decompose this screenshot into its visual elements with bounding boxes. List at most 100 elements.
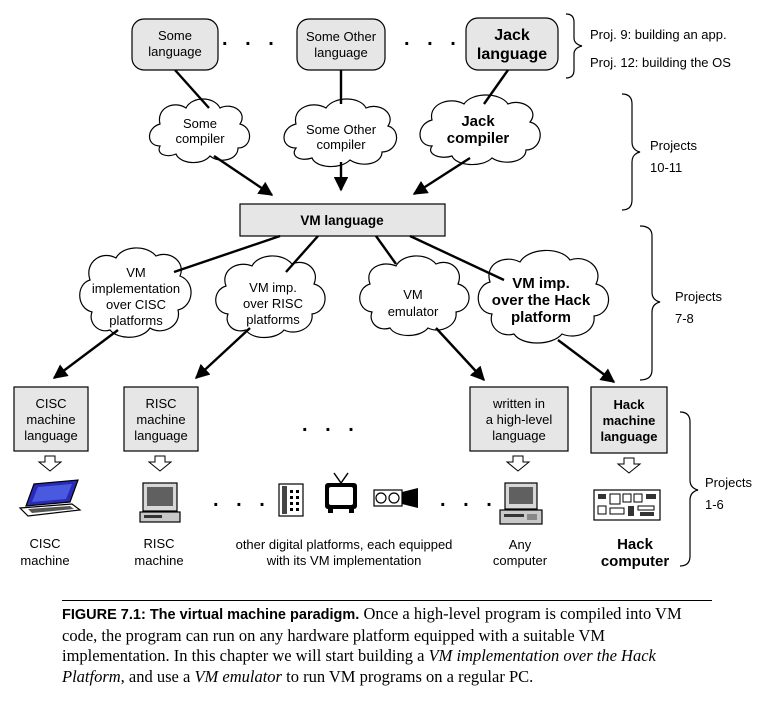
vm-impl-risc-line2: over RISC	[243, 296, 303, 311]
vm-emulator-line2: emulator	[388, 304, 439, 319]
connector-jack-lang-compiler	[483, 69, 509, 105]
vm-impl-cisc-line1: VM	[126, 265, 146, 280]
connector-some-lang-compiler	[174, 69, 210, 109]
high-level-language-box: written in a high-level language	[469, 386, 569, 452]
some-other-compiler-cloud: Some Other compiler	[283, 98, 398, 168]
vm-impl-risc-line1: VM imp.	[249, 280, 297, 295]
icons-ellipsis-left: . . .	[213, 489, 271, 511]
down-arrow-risc	[147, 455, 173, 472]
arrow-some-compiler-vm	[213, 155, 274, 196]
cisc-machine-line1: CISC	[29, 536, 60, 551]
risc-ml-line1: RISC	[145, 396, 176, 411]
any-computer-line2: computer	[493, 553, 548, 568]
desktop-computer-icon-any	[499, 482, 543, 525]
projects-7-8-line1: Projects	[675, 289, 722, 304]
circuit-board-icon	[593, 489, 661, 521]
high-level-ml-line1: written in	[492, 396, 545, 411]
telephone-icon	[278, 483, 304, 517]
caption-emphasis-2: VM emulator	[194, 666, 282, 686]
vm-impl-hack-line2: over the Hack	[492, 292, 591, 309]
projects-1-6-brace	[679, 411, 699, 567]
some-compiler-line2: compiler	[175, 131, 225, 146]
projects-10-11-brace	[621, 93, 641, 211]
vm-impl-cisc-line2: implementation	[92, 281, 180, 296]
vm-impl-risc-line3: platforms	[246, 312, 300, 327]
top-ellipsis-right: . . .	[404, 28, 462, 50]
hack-ml-line1: Hack	[613, 397, 645, 412]
icons-ellipsis-right: . . .	[440, 489, 498, 511]
high-level-ml-line3: language	[492, 428, 546, 443]
jack-language-line2: language	[477, 46, 547, 63]
vm-impl-hack-line3: platform	[511, 309, 571, 326]
proj-12-label: Proj. 12: building the OS	[590, 55, 731, 70]
vm-emulator-line1: VM	[403, 287, 423, 302]
arrow-hack-impl-ml	[557, 339, 616, 383]
vm-emulator-cloud: VM emulator	[359, 255, 470, 337]
television-icon	[325, 472, 357, 513]
risc-ml-line3: language	[134, 428, 188, 443]
high-level-ml-line2: a high-level	[486, 412, 553, 427]
connector-vm-hack	[409, 234, 505, 282]
risc-machine-line2: machine	[134, 553, 183, 568]
some-other-language-box: Some Other language	[296, 18, 386, 71]
some-language-line1: Some	[158, 28, 192, 43]
cisc-ml-line1: CISC	[35, 396, 66, 411]
top-ellipsis-left: . . .	[222, 28, 280, 50]
caption-text-1: Once a high-level program is compiled in…	[62, 604, 682, 665]
arrow-jack-compiler-vm	[412, 156, 471, 196]
connector-vm-cisc	[173, 234, 281, 274]
down-arrow-hack	[616, 457, 642, 474]
arrow-cisc-impl-ml	[52, 329, 119, 379]
some-other-language-line1: Some Other	[306, 29, 377, 44]
vm-impl-hack-line1: VM imp.	[512, 275, 570, 292]
hollow-down-arrows	[37, 455, 642, 474]
hack-machine-language-box: Hack machine language	[590, 386, 668, 454]
any-computer-line1: Any	[509, 537, 532, 552]
arrow-emulator-ml	[435, 327, 485, 382]
vm-impl-cisc-line4: platforms	[109, 313, 163, 328]
caption-text-2: , and use a	[120, 666, 195, 686]
some-compiler-line1: Some	[183, 116, 217, 131]
other-platforms-line1: other digital platforms, each equipped	[236, 537, 453, 552]
cisc-ml-line2: machine	[26, 412, 75, 427]
some-language-line2: language	[148, 44, 202, 59]
middle-ellipsis: . . .	[302, 414, 360, 436]
caption-title: FIGURE 7.1: The virtual machine paradigm…	[62, 607, 360, 623]
video-camera-icon	[373, 488, 418, 508]
risc-ml-line2: machine	[136, 412, 185, 427]
projects-1-6-line2: 1-6	[705, 497, 724, 512]
caption-emphasis-1: VM implementation over the Hack Platform	[62, 646, 656, 686]
vm-impl-cisc-line3: over CISC	[106, 297, 166, 312]
risc-machine-line1: RISC	[143, 536, 174, 551]
projects-1-6-line1: Projects	[705, 475, 752, 490]
some-other-language-line2: language	[314, 45, 368, 60]
cisc-ml-line3: language	[24, 428, 78, 443]
down-arrow-cisc	[37, 455, 63, 472]
jack-compiler-line1: Jack	[461, 113, 495, 130]
jack-language-box: Jack language	[465, 17, 559, 71]
some-other-compiler-line1: Some Other	[306, 122, 377, 137]
vm-impl-cisc-cloud: VM implementation over CISC platforms	[79, 247, 192, 338]
jack-language-line1: Jack	[494, 27, 530, 44]
risc-machine-language-box: RISC machine language	[123, 386, 199, 452]
hack-computer-line2: computer	[601, 553, 670, 570]
hack-ml-line3: language	[600, 429, 657, 444]
vm-language-box: VM language	[239, 203, 446, 237]
proj-9-label: Proj. 9: building an app.	[590, 27, 727, 42]
projects-10-11-line1: Projects	[650, 138, 697, 153]
laptop-icon	[18, 479, 82, 517]
projects-7-8-line2: 7-8	[675, 311, 694, 326]
hack-ml-line2: machine	[603, 413, 656, 428]
desktop-computer-icon-risc	[139, 482, 181, 523]
figure-caption: FIGURE 7.1: The virtual machine paradigm…	[62, 600, 712, 687]
down-arrow-high-level	[505, 455, 531, 472]
some-other-compiler-line2: compiler	[316, 137, 366, 152]
proj-9-12-brace	[565, 13, 583, 79]
some-language-box: Some language	[131, 18, 219, 71]
jack-compiler-line2: compiler	[447, 130, 510, 147]
caption-text-3: to run VM programs on a regular PC.	[281, 666, 534, 686]
jack-compiler-cloud: Jack compiler	[419, 94, 541, 166]
connector-vm-risc	[285, 235, 319, 273]
projects-10-11-line2: 10-11	[650, 160, 682, 175]
cisc-machine-line2: machine	[20, 553, 69, 568]
